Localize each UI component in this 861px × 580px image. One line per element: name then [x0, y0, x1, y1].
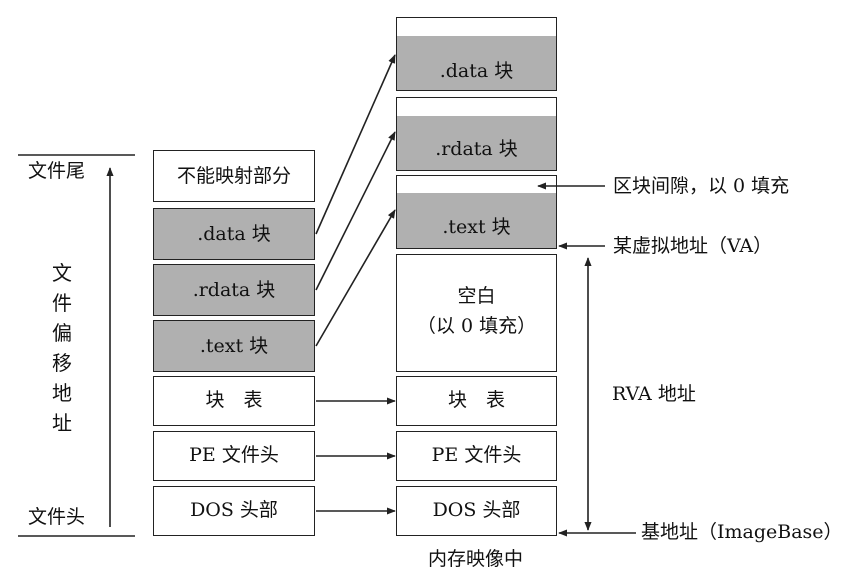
file-offset-label-char: 移	[52, 351, 72, 375]
block-label: .data 块	[439, 60, 514, 82]
file-block-pe-header: PE 文件头	[153, 431, 315, 481]
block-label: 空白	[457, 285, 496, 307]
rdata-mapping-arrow	[315, 131, 396, 291]
block-sublabel: （以 0 填充）	[416, 315, 537, 337]
file-offset-label-char: 件	[52, 291, 72, 315]
gap-annotation: 区块间隙，以 0 填充	[613, 175, 790, 197]
block-label: .data 块	[197, 223, 271, 245]
file-offset-label-char: 址	[52, 411, 72, 435]
block-label: 块 表	[447, 389, 505, 411]
mem-block-section-table: 块 表	[396, 376, 557, 426]
block-label: DOS 头部	[190, 499, 278, 521]
block-label: 不能映射部分	[176, 165, 291, 187]
block-label: .text 块	[442, 216, 511, 238]
block-label: 块 表	[205, 389, 263, 411]
file-offset-label-char: 偏	[52, 321, 72, 345]
text-mapping-arrow	[315, 209, 396, 347]
file-block-rdata: .rdata 块	[153, 264, 315, 316]
block-label: DOS 头部	[432, 499, 521, 521]
block-label: .text 块	[199, 335, 269, 357]
file-offset-label-char: 地	[52, 381, 72, 405]
file-end-label: 文件尾	[28, 160, 86, 182]
block-label: PE 文件头	[431, 444, 522, 466]
mem-block-pe-header: PE 文件头	[396, 431, 557, 481]
file-block-data: .data 块	[153, 208, 315, 260]
image-base-annotation: 基地址（ImageBase）	[641, 521, 843, 543]
mem-block-blank: 空白 （以 0 填充）	[396, 254, 557, 372]
data-mapping-arrow	[315, 54, 396, 235]
mem-block-text: .text 块	[396, 175, 557, 249]
memory-column-title: 内存映像中	[428, 548, 524, 570]
file-block-unmapped: 不能映射部分	[153, 150, 315, 202]
rva-annotation: RVA 地址	[612, 383, 696, 405]
block-label: .rdata 块	[435, 138, 518, 160]
mem-block-data: .data 块	[396, 17, 557, 91]
mem-block-rdata: .rdata 块	[396, 97, 557, 171]
block-label: .rdata 块	[192, 279, 276, 301]
mem-block-dos-header: DOS 头部	[396, 486, 557, 536]
file-block-section-table: 块 表	[153, 376, 315, 426]
va-annotation: 某虚拟地址（VA）	[613, 235, 773, 257]
file-start-label: 文件头	[28, 506, 86, 528]
file-offset-label-char: 文	[52, 261, 72, 285]
file-block-dos-header: DOS 头部	[153, 486, 315, 536]
file-block-text: .text 块	[153, 320, 315, 372]
block-label: PE 文件头	[189, 444, 279, 466]
